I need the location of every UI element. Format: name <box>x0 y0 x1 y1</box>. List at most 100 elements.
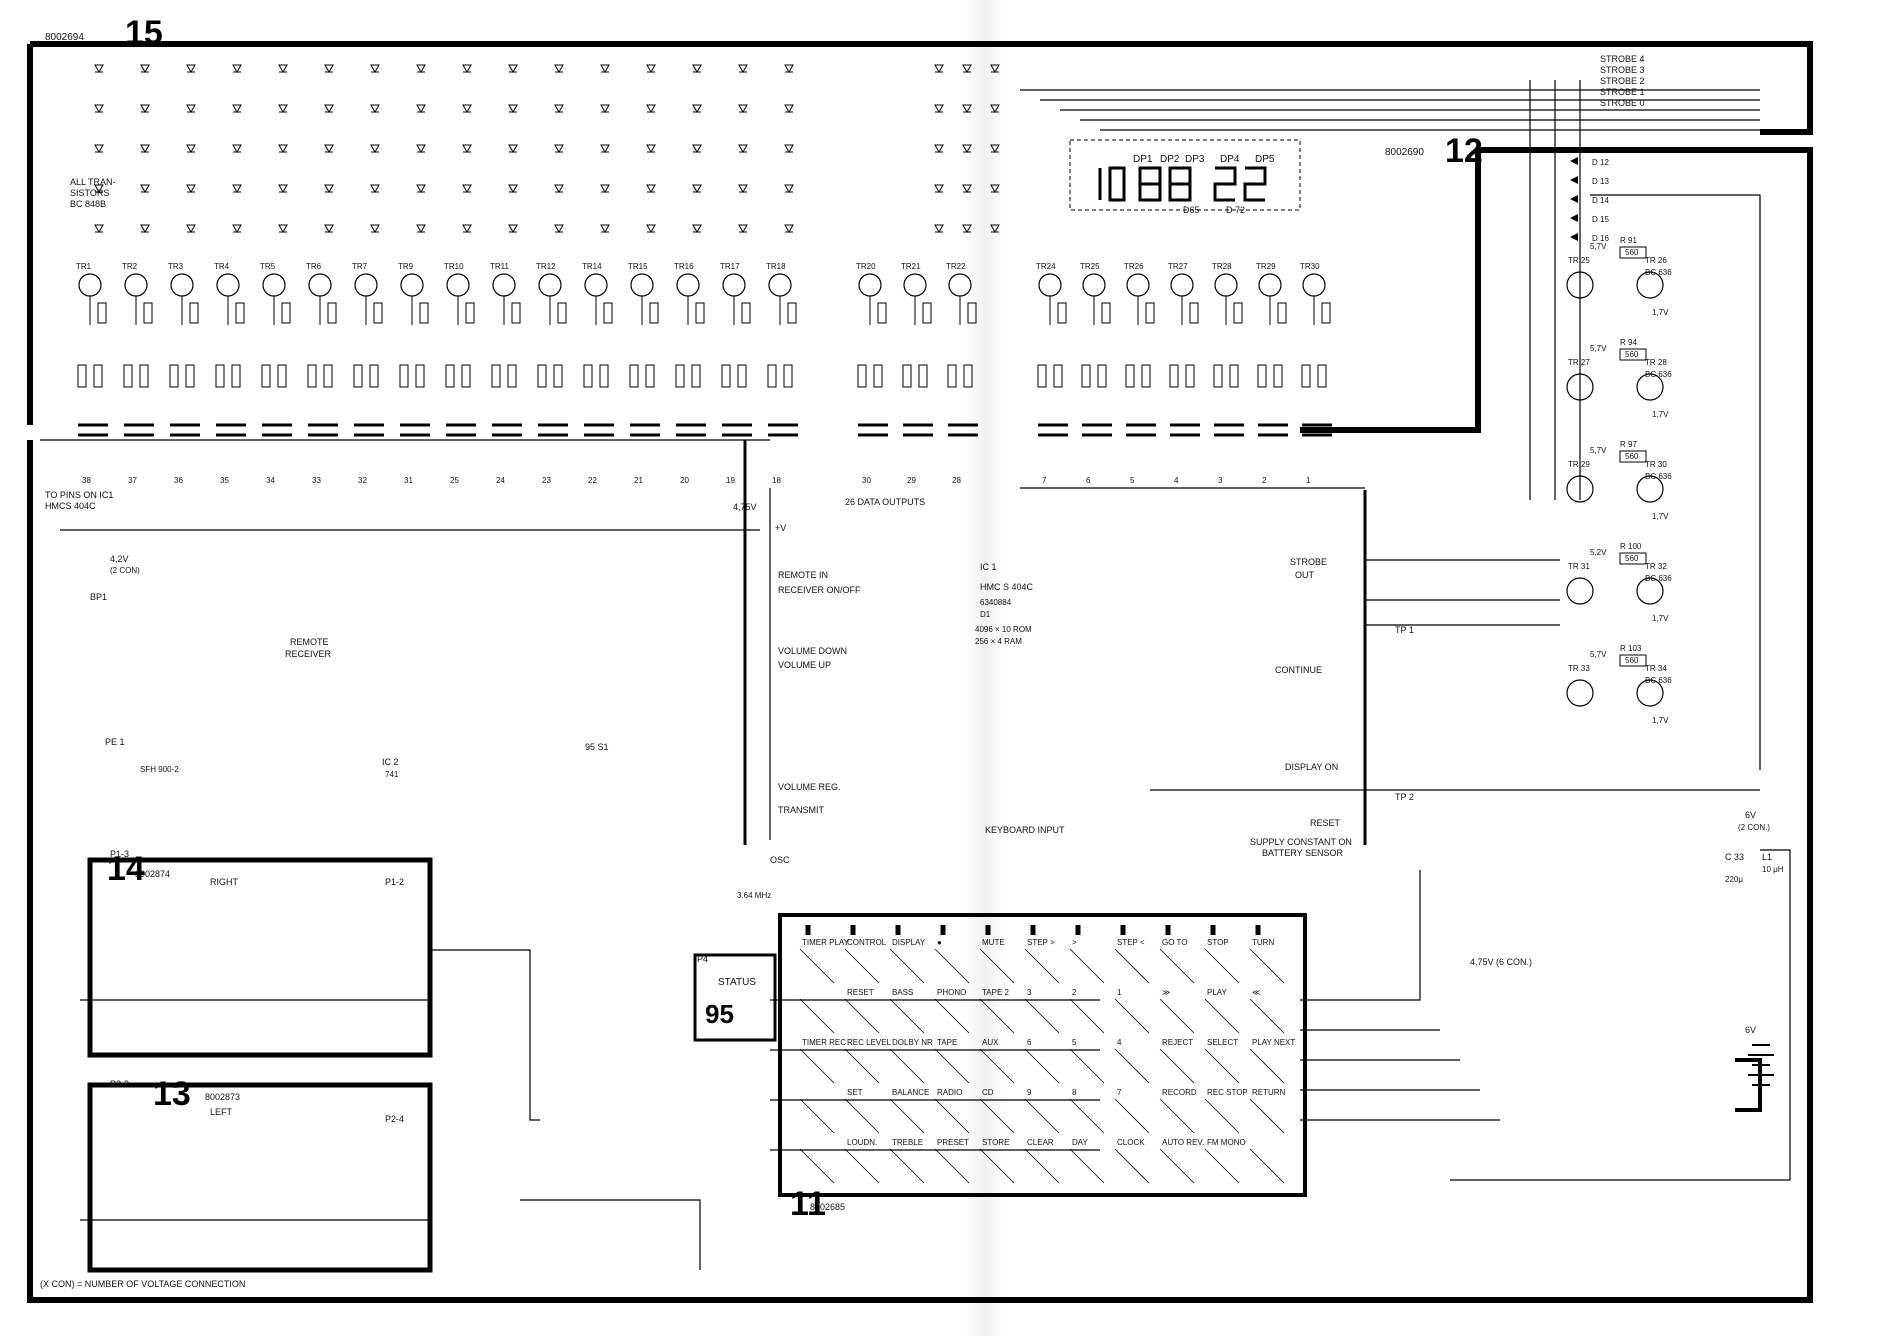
data-outputs-label: 26 DATA OUTPUTS <box>845 497 925 507</box>
led-symbol <box>934 224 944 234</box>
transistor-symbol <box>262 273 286 297</box>
resistor-symbol <box>261 364 271 388</box>
board-code: 8002694 <box>45 32 84 43</box>
led-symbol <box>232 144 242 154</box>
led-symbol <box>324 144 334 154</box>
transistor-symbol <box>538 273 562 297</box>
remote-in-label: REMOTE IN <box>778 570 828 580</box>
pin-number: 37 <box>128 476 137 485</box>
capacitor-value: 220μ <box>1725 875 1743 884</box>
supply-label: SUPPLY CONSTANT ON <box>1250 837 1352 847</box>
resistor-value: 560 <box>1625 350 1639 359</box>
key-label: PHONO <box>937 988 966 997</box>
ic2-type: 741 <box>385 770 399 779</box>
key-label: PLAY <box>1207 988 1228 997</box>
ic-rom: 4096 × 10 ROM <box>975 625 1032 634</box>
transistor-symbol <box>1636 577 1664 605</box>
led-symbol <box>140 64 150 74</box>
pin-number: 35 <box>220 476 229 485</box>
key-switch-trace <box>979 998 1015 1034</box>
key-label: REC LEVEL <box>847 1038 892 1047</box>
key-label: REC STOP <box>1207 1088 1248 1097</box>
transistor-type: BC 636 <box>1645 574 1672 583</box>
resistor-symbol <box>1097 364 1107 388</box>
led-symbol <box>554 64 564 74</box>
resistor-symbol <box>1273 364 1283 388</box>
pin-number: 5 <box>1130 476 1135 485</box>
key-switch-trace <box>1249 1048 1285 1084</box>
resistor-symbol <box>857 364 867 388</box>
resistor-symbol <box>1057 302 1067 324</box>
strobe-label: STROBE 4 <box>1600 54 1645 64</box>
key-label: MUTE <box>982 938 1005 947</box>
pin-number: 36 <box>174 476 183 485</box>
circuit-wiring <box>40 80 1791 1270</box>
led-symbol <box>692 184 702 194</box>
resistor-symbol <box>1141 364 1151 388</box>
transistor-symbol <box>1170 273 1194 297</box>
led-symbol <box>370 144 380 154</box>
ic-type-label: HMCS 404C <box>45 501 96 511</box>
voltage-label: 5,7V <box>1590 446 1607 455</box>
display-on-label: DISPLAY ON <box>1285 762 1338 772</box>
transistor-label: TR9 <box>398 262 414 271</box>
key-switch-trace <box>1024 1098 1060 1134</box>
resistor-symbol <box>123 364 133 388</box>
transistor-symbol <box>1082 273 1106 297</box>
strobe-label: STROBE 3 <box>1600 65 1645 75</box>
led-symbol <box>646 144 656 154</box>
led-symbol <box>784 104 794 114</box>
led-symbol <box>990 104 1000 114</box>
transistor-symbol <box>400 273 424 297</box>
resistor-symbol <box>465 302 475 324</box>
resistor-symbol <box>1145 302 1155 324</box>
led-symbol <box>962 184 972 194</box>
tp-label: TP 2 <box>1395 792 1414 802</box>
key-label: RADIO <box>937 1088 962 1097</box>
ic-model: HMC S 404C <box>980 582 1034 592</box>
resistor-value: 560 <box>1625 452 1639 461</box>
resistor-symbol <box>645 364 655 388</box>
diode-symbol <box>1570 233 1578 241</box>
resistor-symbol <box>507 364 517 388</box>
strobe-label: STROBE 2 <box>1600 76 1645 86</box>
key-label: > <box>1072 938 1077 947</box>
key-switch-trace <box>844 998 880 1034</box>
resistor-symbol <box>1037 364 1047 388</box>
led-symbol <box>370 184 380 194</box>
key-switch-trace <box>934 1148 970 1184</box>
resistor-symbol <box>1125 364 1135 388</box>
led-symbol <box>324 184 334 194</box>
osc-label: OSC <box>770 855 790 865</box>
key-label: 2 <box>1072 988 1077 997</box>
board-outlines <box>27 41 1813 1303</box>
key-switch-trace <box>1024 948 1060 984</box>
led-symbol <box>962 64 972 74</box>
vb-label: +V <box>775 523 786 533</box>
key-label: DOLBY NR <box>892 1038 933 1047</box>
transistor-type: BC 636 <box>1645 370 1672 379</box>
resistor-symbol <box>281 302 291 324</box>
key-switch-trace <box>1069 1098 1105 1134</box>
transistor-symbol <box>1214 273 1238 297</box>
led-symbol <box>600 64 610 74</box>
transistor-symbol <box>216 273 240 297</box>
transistor-symbol <box>354 273 378 297</box>
key-switch-trace <box>979 1098 1015 1134</box>
board-code: 8002685 <box>810 1202 845 1212</box>
key-switch-trace <box>1114 1048 1150 1084</box>
key-label: RETURN <box>1252 1088 1286 1097</box>
resistor-symbol <box>1321 302 1331 324</box>
pin-number: 19 <box>726 476 735 485</box>
resistor-symbol <box>873 364 883 388</box>
diode-symbol <box>1570 195 1578 203</box>
voltage-label: 1,7V <box>1652 614 1669 623</box>
key-label: 3 <box>1027 988 1032 997</box>
dp-label: DP4 <box>1220 154 1240 165</box>
led-symbol <box>232 224 242 234</box>
led-symbol <box>186 184 196 194</box>
led-symbol <box>278 184 288 194</box>
led-symbol <box>462 104 472 114</box>
led-symbol <box>370 64 380 74</box>
